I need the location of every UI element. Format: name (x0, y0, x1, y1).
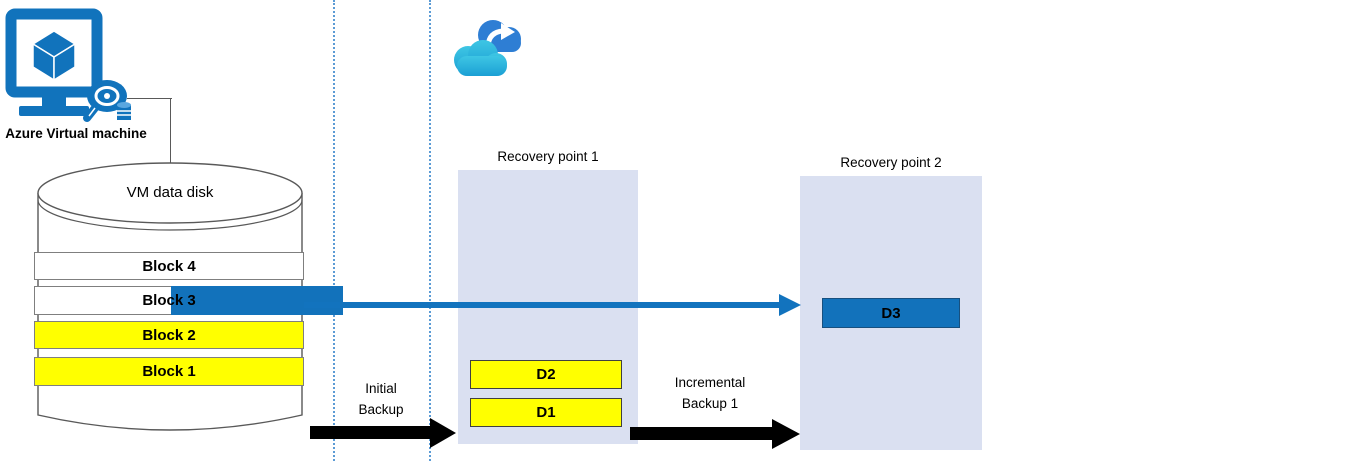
disk-block-3: Block 3 (34, 286, 343, 315)
azure-vm-icon (5, 8, 131, 122)
disk-block-4: Block 4 (34, 252, 304, 280)
label-line: Backup (358, 402, 404, 417)
backup-block-d1: D1 (470, 398, 622, 427)
backup-block-d3: D3 (822, 298, 960, 328)
initial-backup-arrow-head (430, 418, 456, 448)
incremental-backup-arrow-shaft (630, 427, 774, 440)
recovery-point-2-title: Recovery point 2 (840, 155, 942, 170)
disk-block-1: Block 1 (34, 357, 304, 386)
block-label: Block 1 (142, 363, 196, 380)
cube-icon (31, 30, 77, 82)
block-label: Block 2 (142, 326, 196, 344)
azure-cloud-sync-icon (454, 20, 521, 76)
initial-backup-label: Initial Backup (336, 378, 426, 420)
initial-backup-arrow-shaft (310, 426, 432, 439)
recovery-point-1-title: Recovery point 1 (497, 149, 599, 164)
dotted-divider-line (429, 0, 431, 461)
changed-block-arrow-head (779, 294, 801, 316)
block-label: Block 3 (142, 292, 196, 309)
disk-title: VM data disk (126, 184, 214, 201)
block-label: D2 (536, 366, 556, 383)
changed-block-arrow-shaft (304, 302, 780, 308)
label-line: Backup 1 (681, 396, 739, 411)
backup-block-d2: D2 (470, 360, 622, 389)
vm-label: Azure Virtual machine (5, 126, 147, 141)
block-label: Block 4 (142, 257, 196, 275)
block-label: D3 (881, 304, 901, 322)
label-line: Incremental (674, 375, 746, 390)
changed-data-overlay (171, 286, 343, 315)
connector-line (170, 98, 171, 166)
dotted-divider-line (333, 0, 335, 461)
incremental-backup-arrow-head (772, 419, 800, 449)
disk-search-icon (83, 80, 131, 122)
connector-line (127, 98, 172, 99)
label-line: Initial (365, 381, 397, 396)
disk-block-2: Block 2 (34, 321, 304, 349)
block-label: D1 (536, 404, 556, 421)
front-cloud (454, 40, 507, 76)
incremental-backup-label: Incremental Backup 1 (655, 372, 765, 414)
